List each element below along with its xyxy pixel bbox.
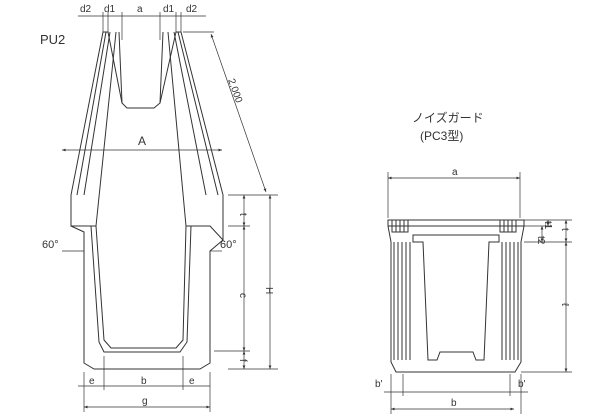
noise-guard-title: ノイズガード [412,110,484,125]
pu2-outline [70,31,224,370]
pu2-right-bevels [167,31,219,227]
ng-dim-b-right: b' [518,379,526,390]
noise-guard-dimensions [384,172,572,414]
dim-f: f [237,359,248,362]
dim-d2-left: d2 [80,4,92,15]
ng-dim-l: ℓ [559,303,570,307]
ng-dim-t1: t1 [542,221,553,230]
dim-d1-left: d1 [104,4,116,15]
pu2-top-walls [118,31,164,104]
dim-d2-right: d2 [186,4,198,15]
ng-dim-a: a [452,167,458,178]
pu2-title: PU2 [40,32,65,47]
pu2-left-bevels [76,31,117,227]
ng-dim-b: b [451,398,457,409]
pu2-dimensions [62,12,278,412]
dim-t: t [237,213,248,216]
dim-e-left: e [89,376,95,387]
noise-guard-figure [387,219,525,373]
noise-guard-inner-opening [412,234,500,361]
dim-d1-right: d1 [163,4,175,15]
pu2-inner-channel-edge [90,225,192,353]
dim-b: b [141,376,147,387]
noise-guard-subtitle: (PC3型) [420,129,463,143]
noise-guard-outline [387,219,525,373]
pu2-figure [70,31,224,370]
dim-H: H [263,287,274,294]
ng-dim-t2: t2 [535,236,546,245]
angle-left: 60° [42,239,59,251]
pu2-shoulders [71,225,224,241]
angle-right: 60° [220,239,237,251]
noise-guard-right-vent [499,220,517,233]
pu2-inner-channel [95,225,187,349]
dim-c: c [237,293,248,298]
ng-dim-b-left: b' [375,379,383,390]
dim-a: a [137,4,143,15]
dim-e-right: e [189,376,195,387]
noise-guard-left-vent [391,220,409,233]
dim-length: 2,000 [225,77,244,105]
dim-A: A [138,134,146,148]
ng-dim-t: t [559,228,570,231]
noise-guard-right-layers [501,242,519,360]
dim-g: g [142,396,148,407]
noise-guard-left-layers [393,242,411,360]
